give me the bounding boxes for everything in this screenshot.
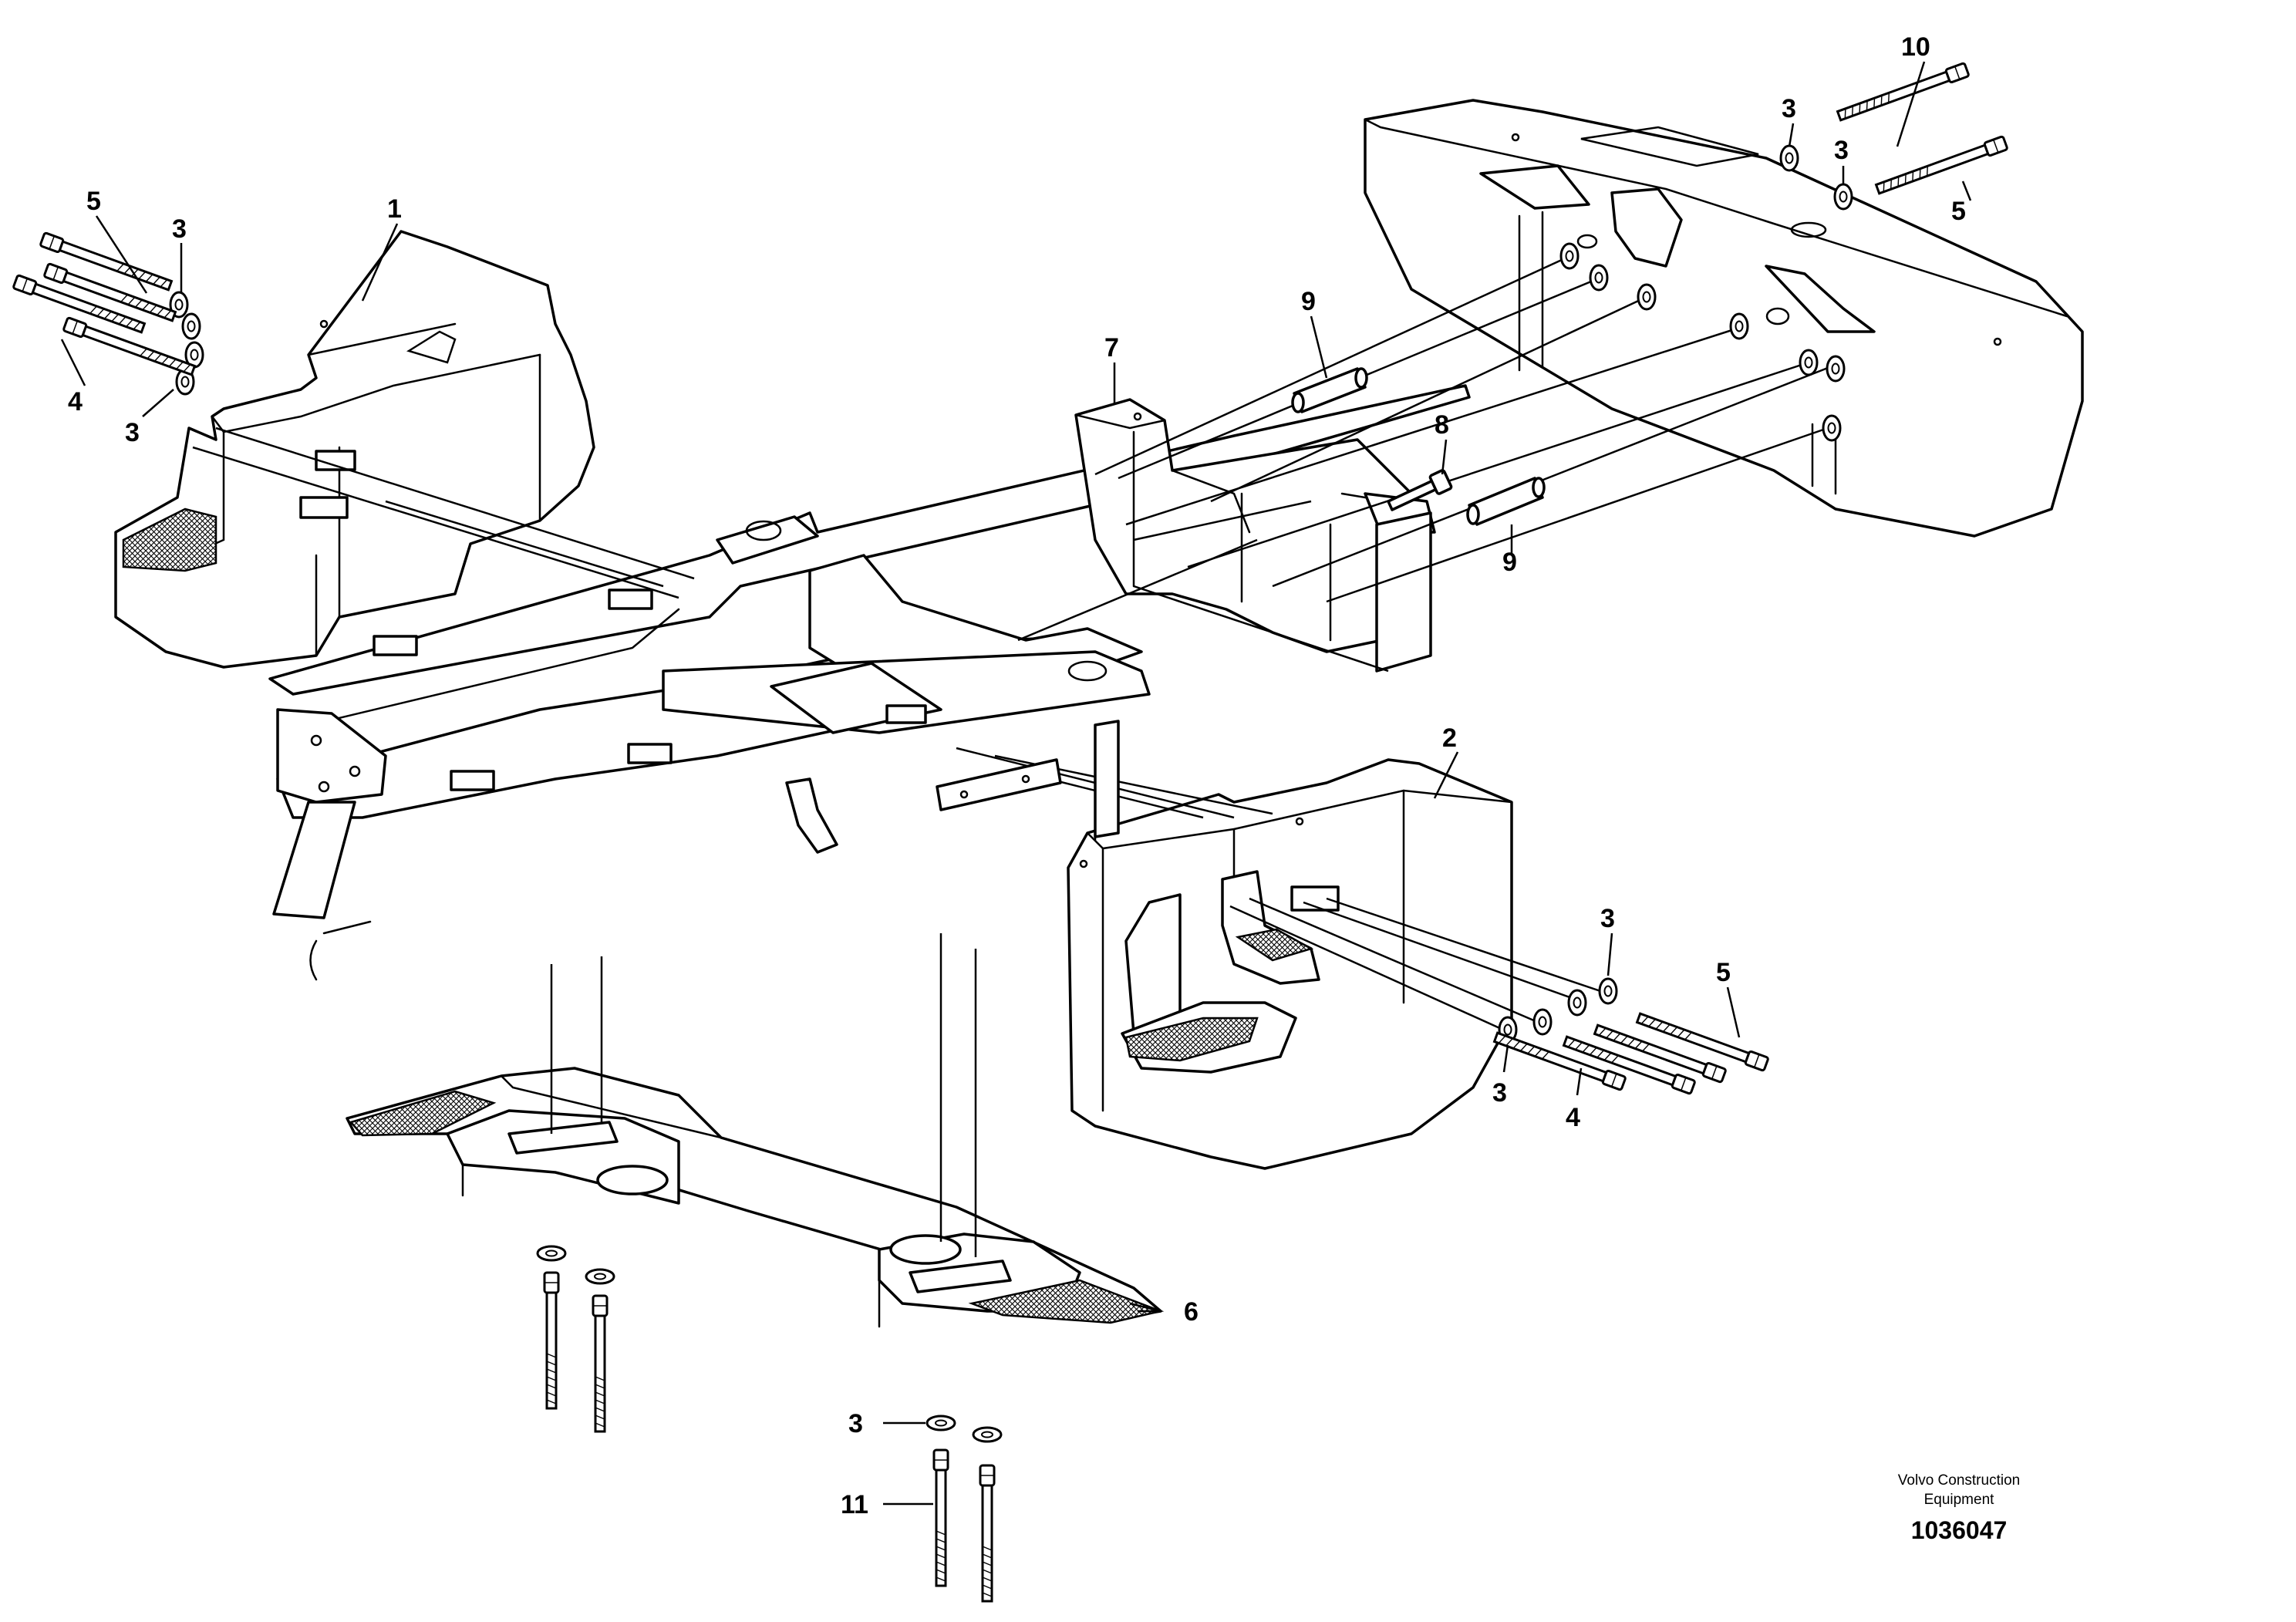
callout-3-right-upper: 3	[1600, 904, 1615, 933]
callout-3-upper-left: 3	[172, 214, 187, 244]
leader-3-lower-left	[142, 389, 174, 417]
leader-9-upper	[1310, 315, 1328, 379]
leader-10	[1896, 61, 1926, 147]
leader-5-left	[95, 215, 148, 294]
document-number: 1036047	[1911, 1516, 2008, 1544]
callout-11: 11	[841, 1490, 868, 1519]
pin-9-upper	[1291, 367, 1368, 413]
callout-5-left: 5	[86, 187, 101, 216]
callout-3-top-a: 3	[1782, 94, 1796, 123]
side-weight-2	[1067, 758, 1513, 1170]
callout-5-top: 5	[1951, 197, 1966, 226]
leader-5-top	[1961, 180, 1972, 201]
leader-5-right	[1726, 986, 1741, 1038]
callouts: 1 2 5 3 4 3 7 9 9 8 10 3 3 5 3 5 3 4	[60, 32, 1972, 1519]
callout-6: 6	[1184, 1297, 1199, 1327]
leader-8	[1441, 439, 1448, 475]
assembly-lines	[192, 427, 1613, 1257]
callout-8: 8	[1435, 410, 1449, 440]
left-fasteners	[12, 231, 204, 396]
callout-1: 1	[387, 194, 402, 224]
step-plate-6	[346, 1067, 1165, 1328]
leader-3-right-upper	[1607, 932, 1613, 976]
callout-3-top-b: 3	[1834, 136, 1849, 165]
callout-2: 2	[1442, 723, 1457, 753]
brand-line-2: Equipment	[1924, 1492, 1995, 1508]
counterweight	[1364, 99, 2084, 538]
callout-9-lower: 9	[1502, 548, 1517, 577]
callout-3-right-lower: 3	[1492, 1078, 1507, 1108]
tie-rods	[1017, 253, 1832, 673]
leader-2	[1433, 751, 1459, 799]
bolt-8	[1387, 469, 1453, 511]
callout-3-lower-left: 3	[125, 418, 140, 447]
footer-brand: Volvo Construction Equipment 1036047	[1898, 1472, 2020, 1544]
callout-4-right: 4	[1566, 1103, 1580, 1132]
callout-5-right: 5	[1716, 958, 1731, 987]
side-weight-1	[114, 230, 595, 669]
leader-4-left	[60, 339, 86, 386]
leader-4-right	[1576, 1067, 1583, 1096]
brand-line-1: Volvo Construction	[1898, 1472, 2020, 1489]
leader-3-top-a	[1788, 123, 1795, 147]
bracket-7	[1074, 398, 1436, 673]
callout-3-bottom: 3	[848, 1409, 863, 1438]
callout-7: 7	[1104, 333, 1119, 363]
callout-10: 10	[1901, 32, 1930, 62]
leader-1	[361, 223, 399, 302]
callout-9-upper: 9	[1301, 287, 1316, 316]
leader-3-right-lower	[1502, 1044, 1509, 1073]
right-fasteners	[1492, 977, 1770, 1095]
leader-6	[1129, 1302, 1161, 1313]
callout-4-left: 4	[68, 387, 83, 416]
pin-9-lower	[1466, 477, 1546, 526]
